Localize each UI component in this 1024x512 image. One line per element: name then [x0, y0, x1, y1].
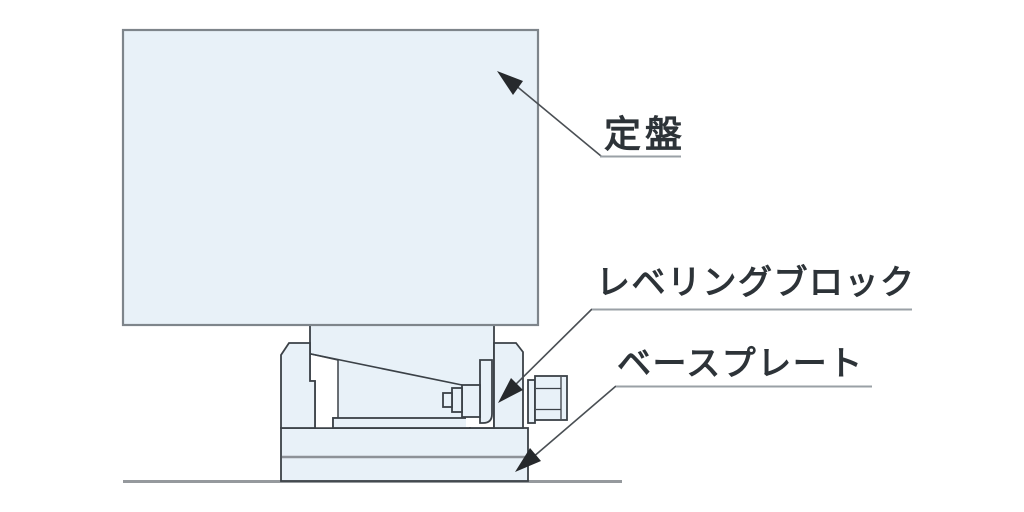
thrust-bar	[479, 359, 493, 424]
adjustment-bolt	[527, 375, 568, 424]
bolt-washer	[527, 379, 536, 424]
leveling-block-arrowhead	[498, 378, 523, 403]
screw-collar-small	[451, 387, 463, 413]
surface-plate-label: 定盤	[604, 114, 686, 155]
surface-plate-leader-line	[513, 83, 602, 157]
leveling-block-label: レベリングブロック	[596, 263, 916, 302]
leveling-block-leader-line	[505, 308, 593, 395]
leveling-block-shape	[280, 324, 524, 429]
wedge-slide-strip	[332, 417, 471, 429]
base-plate-body	[280, 427, 529, 482]
base-plate-arrowhead	[515, 448, 541, 472]
screw-collar-large	[461, 384, 481, 418]
leveling-block-left-wall	[280, 342, 316, 429]
wedge-diagonal-line	[310, 353, 463, 386]
screw-shaft-stub	[442, 392, 453, 408]
base-plate-label: ベースプレート	[617, 345, 864, 383]
base-plate-shape	[280, 427, 529, 482]
base-plate-leader-line	[531, 385, 617, 459]
surface-plate-shape	[121, 28, 540, 327]
bolt-hex-head	[534, 375, 568, 421]
surface-plate-arrowhead	[497, 71, 523, 95]
